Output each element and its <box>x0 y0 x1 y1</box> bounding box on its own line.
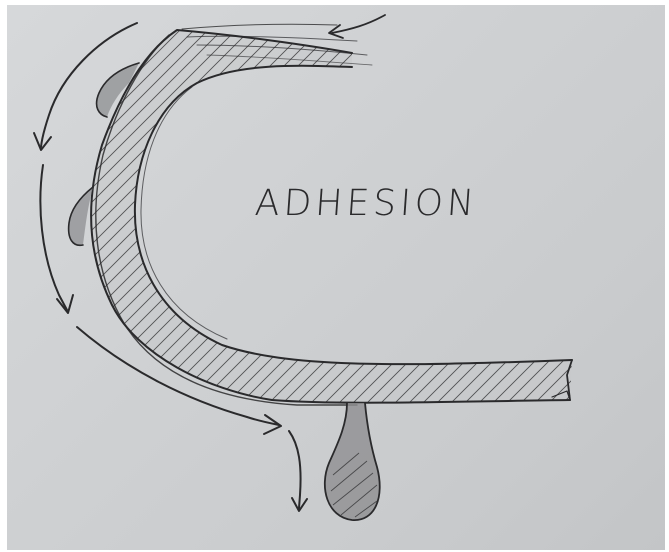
hatch-stroke <box>639 5 665 550</box>
hatch-stroke <box>457 5 665 550</box>
hatch-stroke <box>7 5 107 550</box>
hatch-stroke <box>387 5 665 550</box>
hatch-stroke <box>7 5 457 550</box>
hatch-stroke <box>485 5 665 550</box>
hatch-stroke <box>415 5 665 550</box>
hatch-stroke <box>499 5 665 550</box>
hatch-stroke <box>7 5 499 550</box>
hatch-stroke <box>611 5 665 550</box>
hatch-stroke <box>373 5 665 550</box>
hatch-stroke <box>247 5 665 550</box>
droplet-middle <box>69 187 93 245</box>
hatch-stroke <box>569 5 665 550</box>
hatch-stroke <box>7 5 23 550</box>
hatch-stroke <box>583 5 665 550</box>
droplet-hanging <box>325 403 380 520</box>
hatch-stroke <box>149 5 665 550</box>
hatch-stroke <box>653 5 665 550</box>
hatch-stroke <box>7 5 527 550</box>
hatch-stroke <box>9 5 569 550</box>
hatch-stroke <box>135 5 665 550</box>
hatch-stroke <box>331 5 665 550</box>
hatch-stroke <box>7 5 37 550</box>
hatch-stroke <box>513 5 665 550</box>
hatch-stroke <box>191 5 665 550</box>
flow-arrow-left-lower <box>40 165 73 313</box>
hatch-stroke <box>597 5 665 550</box>
hatch-stroke <box>625 5 665 550</box>
adhesion-diagram <box>7 5 665 550</box>
hatch-stroke <box>7 5 485 550</box>
hatch-stroke <box>359 5 665 550</box>
hatch-stroke <box>429 5 665 550</box>
hatch-stroke <box>205 5 665 550</box>
hatch-stroke <box>7 5 541 550</box>
hatch-stroke <box>541 5 665 550</box>
hatch-stroke <box>177 5 665 550</box>
hatch-stroke <box>7 5 513 550</box>
hatch-stroke <box>121 5 665 550</box>
hatch-stroke <box>7 5 9 550</box>
hatch-stroke <box>401 5 665 550</box>
hatch-stroke <box>163 5 665 550</box>
hatch-stroke <box>471 5 665 550</box>
hatch-stroke <box>7 5 79 550</box>
flow-arrow-drip <box>289 431 307 511</box>
hatch-stroke <box>7 5 93 550</box>
hatch-stroke <box>261 5 665 550</box>
hatch-stroke <box>7 5 51 550</box>
hatch-stroke <box>443 5 665 550</box>
hatch-stroke <box>345 5 665 550</box>
sketch-paper: ADHESION <box>7 5 665 550</box>
hatch-stroke <box>7 5 471 550</box>
hatch-stroke <box>233 5 665 550</box>
hatch-stroke <box>527 5 665 550</box>
diagram-label: ADHESION <box>254 183 480 224</box>
hatch-stroke <box>219 5 665 550</box>
hatch-stroke <box>7 5 555 550</box>
hatch-stroke <box>555 5 665 550</box>
hatch-stroke <box>7 5 65 550</box>
flow-arrow-top <box>329 15 385 38</box>
